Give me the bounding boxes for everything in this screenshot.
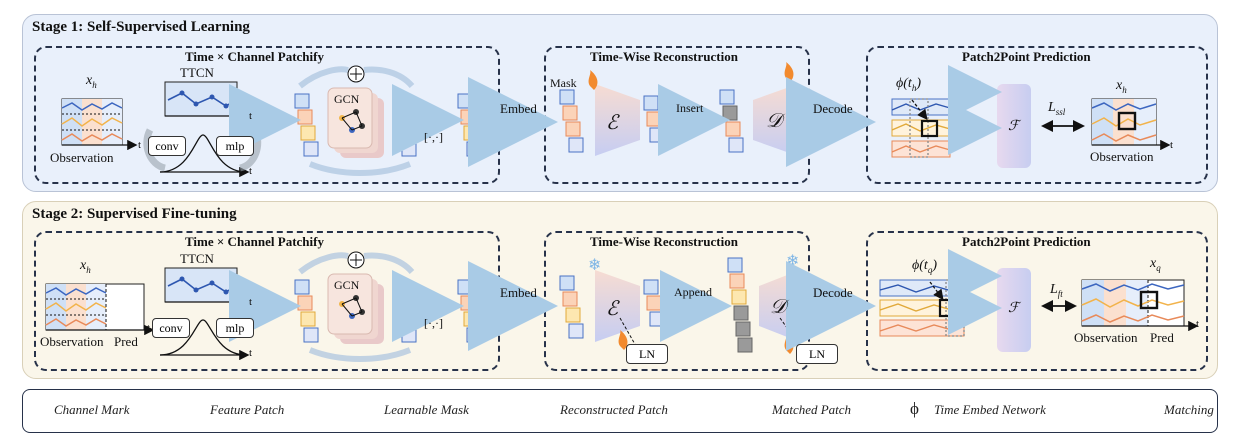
legend-feature-patch: Feature Patch [210,402,285,417]
legend-phi-symbol: ϕ [910,399,919,418]
legend-learnable-mask: Learnable Mask [384,402,469,417]
legend-time-embed: Time Embed Network [934,402,1046,417]
stage1-xh-out-label: xh [1116,78,1127,95]
stage2-decoder-symbol: 𝒟 [770,296,786,318]
stage2-observation-label: Observation [40,334,104,349]
stage1-decoder-symbol: 𝒟 [766,110,782,132]
stage1-loss-label: Lssl [1048,100,1066,117]
stage2-patchify-title: Time × Channel Patchify [185,234,324,249]
stage1-gcn-label: GCN [334,92,360,106]
legend-bar [22,389,1218,433]
stage1-gcn-block [298,65,415,176]
legend-matched-patch: Matched Patch [772,402,852,417]
stage1-mask-label: Mask [550,76,577,90]
svg-text:❄: ❄ [786,251,799,270]
stage2-recon-title: Time-Wise Reconstruction [590,234,738,249]
stage2-embed-label: Embed [500,285,537,300]
stage2-mlp-box: mlp [216,318,254,338]
stage1-out-t: t [1170,139,1174,151]
stage2-append-label: Append [674,285,712,299]
stage1-f-symbol: ℱ [1008,119,1020,134]
stage1-concat-label: [·,·] [424,130,443,144]
stage2-ttcn-plot [159,267,250,361]
stage2-f-symbol: ℱ [1008,301,1020,316]
stage1-xh-label: xh [86,73,97,90]
stage2-phi-label: ϕ(tq) [912,258,937,275]
stage2-p2p-graphics [879,249,1199,352]
stage1-title: Stage 1: Self-Supervised Learning [32,19,250,35]
stage1-ttcn-label: TTCN [180,65,214,80]
stage2-kernel-t: t [249,347,253,359]
stage2-patch-stacks [294,279,482,343]
stage2-gcn-block [298,251,415,362]
stage2-pred-out-label: Pred [1150,330,1174,345]
stage1-patch-stacks [294,93,482,157]
stage2-ttcn-t: t [249,296,253,308]
stage2-ln2-box: LN [796,344,838,364]
stage2-title: Stage 2: Supervised Fine-tuning [32,206,237,222]
legend-channel-mark: Channel Mark [54,402,130,417]
stage1-observation-label: Observation [50,150,114,165]
legend-reconstructed-patch: Reconstructed Patch [560,402,668,417]
stage2-ttcn-label: TTCN [180,251,214,266]
stage2-p2p-title: Patch2Point Prediction [962,234,1091,249]
legend-matching: Matching [1164,402,1214,417]
stage1-embed-label: Embed [500,101,537,116]
stage2-xq-label: xq [1150,256,1161,273]
stage2-encoder-symbol: ℰ [606,298,619,320]
stage1-patchify-title: Time × Channel Patchify [185,49,324,64]
stage1-encoder-symbol: ℰ [606,112,619,134]
stage1-conv-box: conv [148,136,186,156]
stage1-insert-label: Insert [676,101,704,115]
stage1-ttcn-plot [143,81,262,178]
stage1-p2p-title: Patch2Point Prediction [962,49,1091,64]
svg-text:❄: ❄ [588,255,601,274]
stage2-pred-label: Pred [114,334,138,349]
stage2-loss-label: Lft [1050,282,1063,299]
stage1-decode-label: Decode [813,101,853,116]
stage1-mlp-box: mlp [216,136,254,156]
stage1-recon-title: Time-Wise Reconstruction [590,49,738,64]
stage2-conv-box: conv [152,318,190,338]
stage2-t-axis: t [147,322,151,334]
stage2-concat-label: [·,·] [424,316,443,330]
stage2-observation-plot [45,283,155,336]
stage1-ttcn-t: t [249,110,253,122]
stage1-observation-plot [61,98,138,151]
stage2-decode-label: Decode [813,285,853,300]
stage1-t-axis: t [138,139,142,151]
stage2-xh-label: xh [80,258,91,275]
stage1-p2p-graphics [891,65,1171,168]
stage1-phi-label: ϕ(th) [896,76,921,93]
stage2-ln1-box: LN [626,344,668,364]
stage1-kernel-t: t [249,165,253,177]
stage1-observation-out-label: Observation [1090,149,1154,164]
stage2-observation-out-label: Observation [1074,330,1138,345]
stage2-out-t: t [1196,318,1200,330]
stage2-gcn-label: GCN [334,278,360,292]
